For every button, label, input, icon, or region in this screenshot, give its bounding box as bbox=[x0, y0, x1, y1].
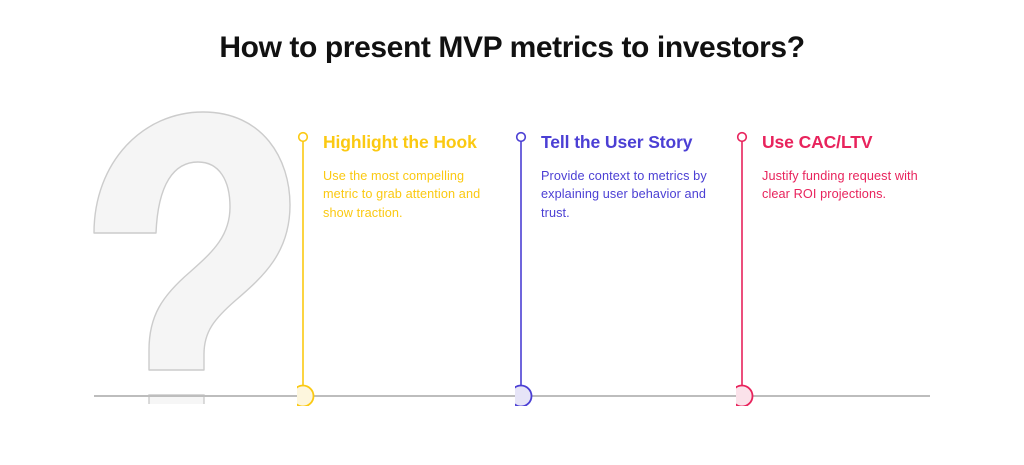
milestone-text-block: Tell the User Story Provide context to m… bbox=[541, 132, 709, 222]
milestone-body: Justify funding request with clear ROI p… bbox=[762, 168, 918, 202]
timeline-baseline bbox=[94, 395, 930, 397]
milestone-body: Use the most compelling metric to grab a… bbox=[323, 168, 481, 220]
milestone-heading: Highlight the Hook bbox=[323, 132, 477, 152]
page-title: How to present MVP metrics to investors? bbox=[219, 31, 805, 64]
milestone-body: Provide context to metrics by explaining… bbox=[541, 168, 707, 220]
stem-top-dot-icon bbox=[736, 131, 748, 143]
milestone-heading: Tell the User Story bbox=[541, 132, 693, 152]
milestone-heading: Use CAC/LTV bbox=[762, 132, 873, 152]
milestone-text-block: Use CAC/LTV Justify funding request with… bbox=[762, 132, 930, 204]
milestone-text-block: Highlight the Hook Use the most compelli… bbox=[323, 132, 491, 222]
stem-top-dot-icon bbox=[515, 131, 527, 143]
question-mark-icon bbox=[86, 104, 296, 450]
stem-top-dot-icon bbox=[297, 131, 309, 143]
